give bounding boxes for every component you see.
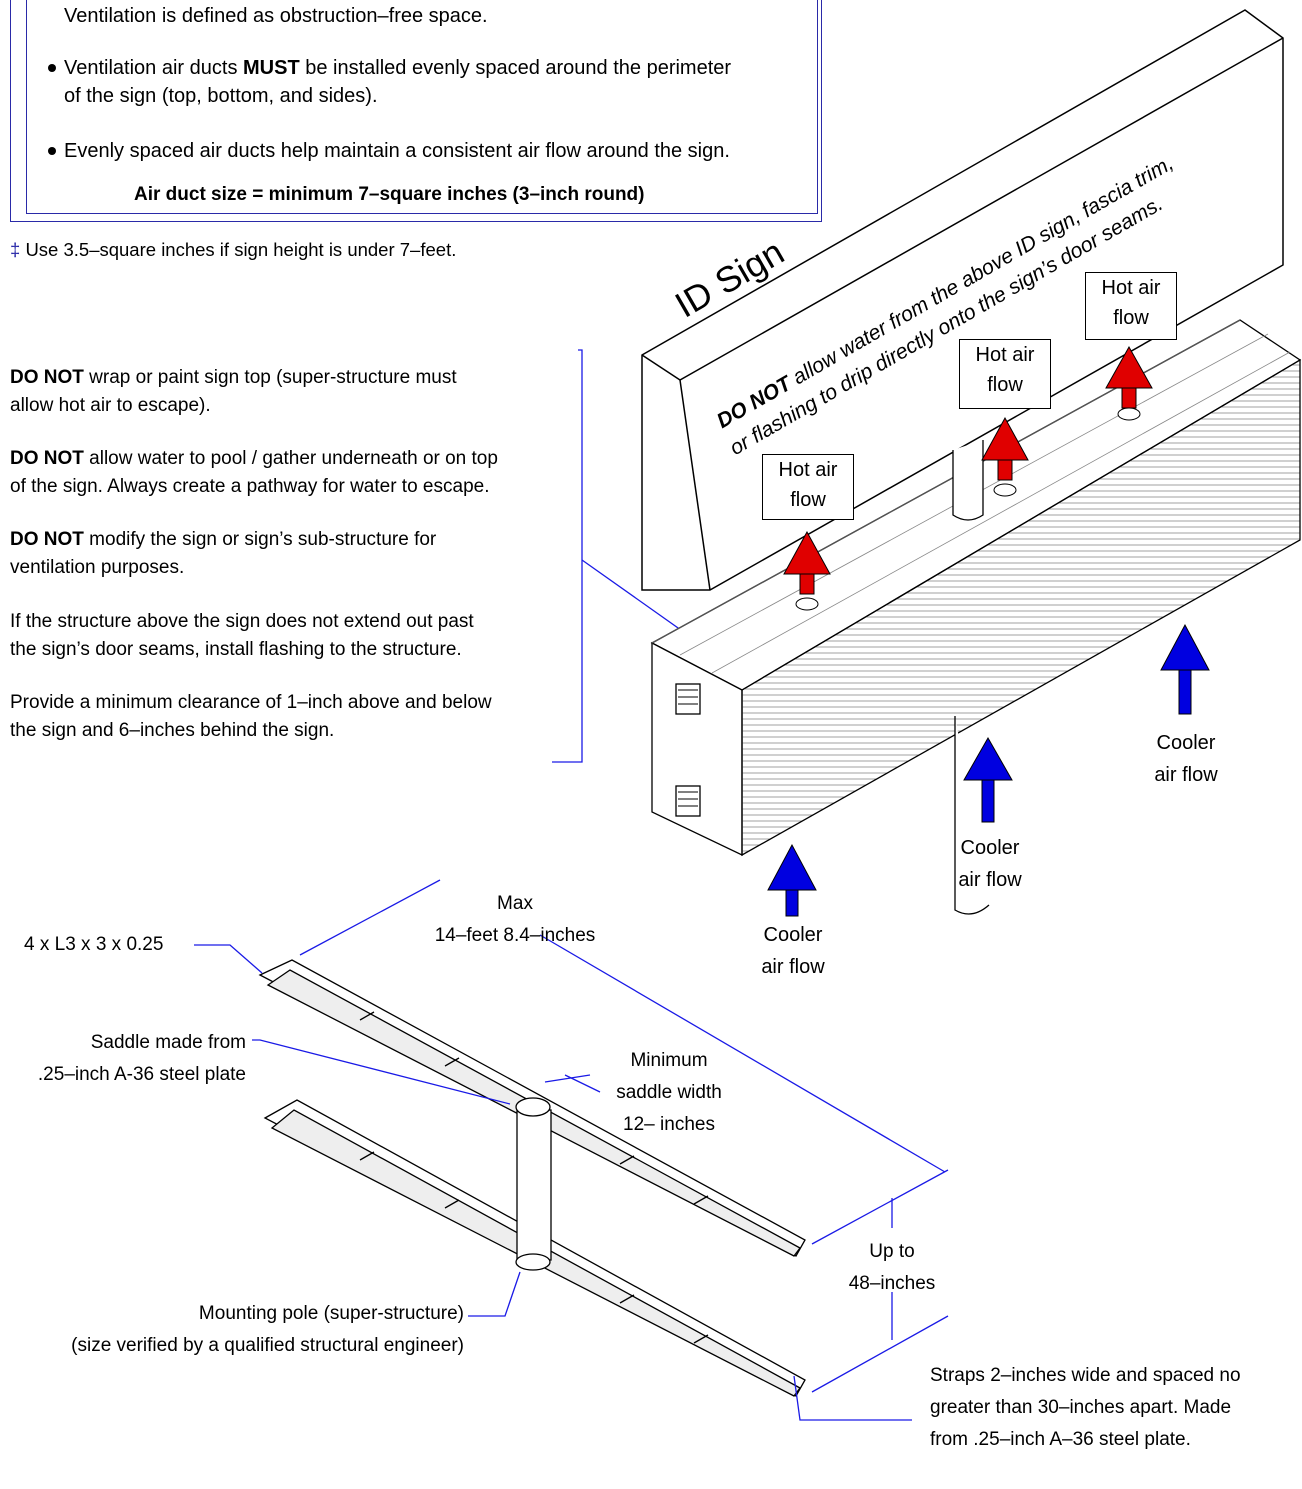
guideline-modify-text: modify the sign or sign’s sub-structure …: [83, 529, 437, 550]
sign-pole: [952, 440, 990, 915]
air-duct-size: Air duct size = minimum 7–square inches …: [134, 184, 645, 205]
max-length-line1: Max: [497, 893, 533, 914]
cool-air-label-3-line2: air flow: [1154, 764, 1218, 786]
guideline-water-text: allow water to pool / gather underneath …: [83, 448, 498, 469]
id-sign-box: [641, 9, 1284, 591]
guideline-water: DO NOT allow water to pool / gather unde…: [10, 446, 498, 472]
guideline-water-line2: of the sign. Always create a pathway for…: [10, 476, 490, 497]
cool-air-arrow-2: [963, 736, 1013, 823]
cool-air-label-2-line1: Cooler: [960, 837, 1020, 859]
bullet-ducts-text: Ventilation air ducts: [64, 57, 243, 79]
cool-air-label-2: Cooler air flow: [948, 832, 1032, 896]
frame-spacing-line2: 48–inches: [848, 1273, 936, 1294]
saddle-width-line3: 12– inches: [623, 1114, 715, 1135]
bullet-ducts-spacing: Ventilation air ducts MUST be installed …: [48, 55, 814, 81]
cool-air-label-3-line1: Cooler: [1156, 732, 1216, 754]
guideline-flashing-line2: the sign’s door seams, install flashing …: [10, 639, 462, 660]
cool-air-label-2-line2: air flow: [958, 869, 1022, 891]
hot-air-label-3-line1: Hot air: [1101, 277, 1161, 299]
hot-air-arrow-3: [1105, 345, 1153, 421]
hot-air-label-1: Hot air flow: [762, 454, 854, 520]
guideline-modify: DO NOT modify the sign or sign’s sub-str…: [10, 527, 436, 553]
hot-air-label-1-line2: flow: [790, 489, 826, 511]
saddle-spec: Saddle made from .25–inch A-36 steel pla…: [6, 1027, 246, 1091]
mounting-pole-line2: (size verified by a qualified structural…: [71, 1335, 464, 1356]
bullet-even-spacing: Evenly spaced air ducts help maintain a …: [48, 140, 730, 162]
hot-air-label-1-line1: Hot air: [778, 459, 838, 481]
guideline-wrap-bold: DO NOT: [10, 367, 84, 388]
double-dagger-icon: ‡: [10, 239, 21, 260]
hot-air-arrow-2: [981, 416, 1029, 497]
guideline-clearance-line2: the sign and 6–inches behind the sign.: [10, 720, 335, 741]
straps-spec-line2: greater than 30–inches apart. Made: [930, 1397, 1232, 1418]
mounting-pole-spec: Mounting pole (super-structure) (size ve…: [4, 1298, 464, 1362]
hot-air-label-2-line1: Hot air: [975, 344, 1035, 366]
mounting-pole-line1: Mounting pole (super-structure): [198, 1303, 464, 1324]
max-length-line2: 14–feet 8.4–inches: [434, 925, 596, 946]
guideline-wrap-text: wrap or paint sign top (super-structure …: [83, 367, 457, 388]
ventilation-box-outer: [10, 0, 822, 222]
straps-spec-line3: from .25–inch A–36 steel plate.: [930, 1429, 1191, 1450]
cool-air-label-1-line2: air flow: [761, 956, 825, 978]
cool-air-label-1: Cooler air flow: [751, 919, 835, 983]
guideline-wrap-line2: allow hot air to escape).: [10, 395, 211, 416]
bullet-ducts-must: MUST: [243, 57, 300, 79]
ventilation-definition: Ventilation is defined as obstruction–fr…: [64, 5, 488, 27]
cool-air-arrow-3: [1160, 623, 1210, 715]
guideline-clearance: Provide a minimum clearance of 1–inch ab…: [10, 692, 492, 713]
hot-air-label-3: Hot air flow: [1085, 272, 1177, 340]
mounting-leaders: [194, 879, 949, 1421]
cool-air-label-1-line1: Cooler: [763, 924, 823, 946]
saddle-width-line2: saddle width: [616, 1082, 722, 1103]
saddle-spec-line2: .25–inch A-36 steel plate: [37, 1064, 246, 1085]
guideline-modify-bold: DO NOT: [10, 529, 84, 550]
guideline-modify-line2: ventilation purposes.: [10, 557, 185, 578]
footnote: ‡ Use 3.5–square inches if sign height i…: [10, 237, 456, 263]
max-length: Max 14–feet 8.4–inches: [410, 888, 620, 952]
saddle-width: Minimum saddle width 12– inches: [605, 1045, 733, 1141]
straps-spec: Straps 2–inches wide and spaced no great…: [930, 1360, 1300, 1456]
bullet-ducts-text-end: be installed evenly spaced around the pe…: [299, 57, 732, 79]
guideline-wrap: DO NOT wrap or paint sign top (super-str…: [10, 365, 457, 391]
hot-air-arrow-1: [783, 530, 831, 611]
hot-air-label-2-line2: flow: [987, 374, 1023, 396]
saddle-width-line1: Minimum: [630, 1050, 708, 1071]
frame-spacing: Up to 48–inches: [830, 1236, 954, 1300]
bullet-ducts-line2: of the sign (top, bottom, and sides).: [64, 85, 378, 107]
hot-air-label-3-line2: flow: [1113, 307, 1149, 329]
guideline-flashing: If the structure above the sign does not…: [10, 611, 474, 632]
ventilation-box-inner: [26, 0, 818, 214]
cool-air-arrow-1: [767, 843, 817, 917]
frame-spacing-line1: Up to: [869, 1241, 915, 1262]
angle-spec: 4 x L3 x 3 x 0.25: [24, 934, 164, 955]
cool-air-label-3: Cooler air flow: [1144, 727, 1228, 791]
footnote-text: Use 3.5–square inches if sign height is …: [25, 239, 457, 260]
straps-spec-line1: Straps 2–inches wide and spaced no: [930, 1365, 1241, 1386]
saddle-spec-line1: Saddle made from: [90, 1032, 246, 1053]
guideline-water-bold: DO NOT: [10, 448, 84, 469]
mounting-frame: [258, 959, 806, 1397]
hot-air-label-2: Hot air flow: [959, 339, 1051, 409]
